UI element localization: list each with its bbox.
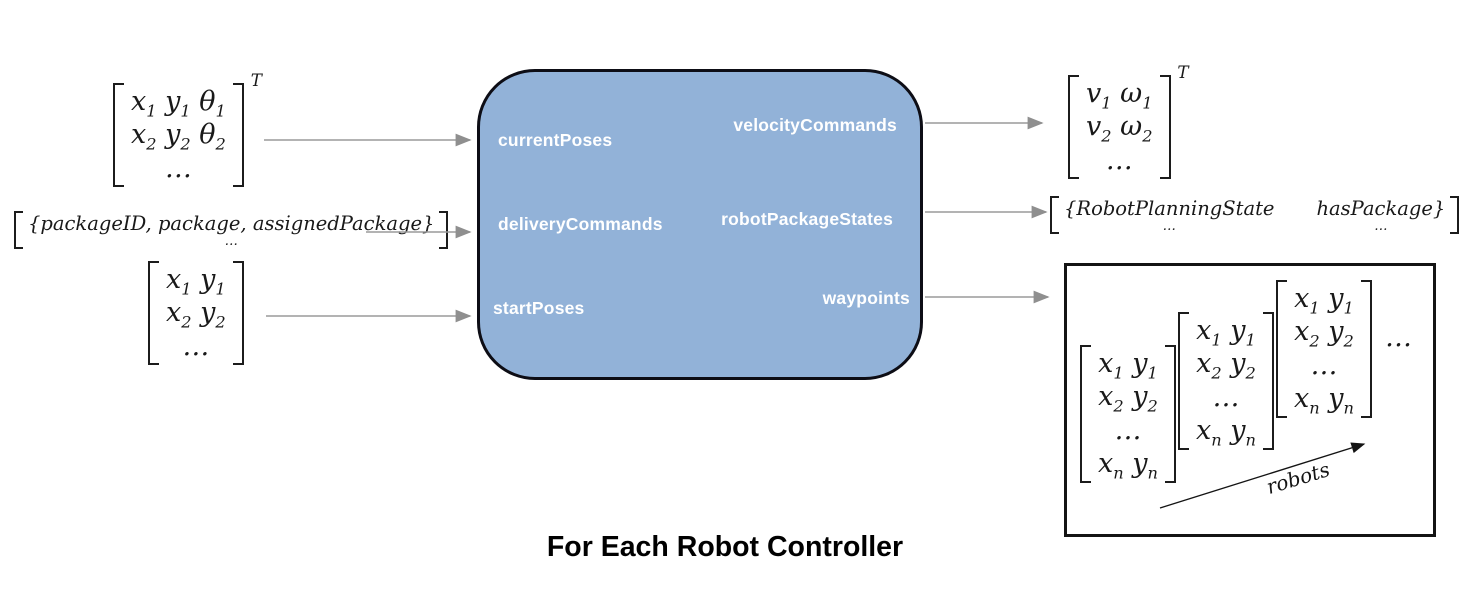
matrix-cell: xn yn — [1196, 415, 1256, 450]
matrix-cell: v1 ω1 — [1086, 78, 1153, 113]
output-port-velocityCommands: velocityCommands — [733, 115, 897, 135]
matrix-cell: x2 y2 — [166, 297, 226, 332]
matrix-cell: v2 ω2 — [1086, 111, 1153, 146]
matrix-cell: … — [224, 234, 238, 250]
delivery-commands-expression: {packageID, package, assignedPackage}… — [14, 211, 449, 250]
matrix-cell: … — [182, 330, 210, 362]
input-port-deliveryCommands: deliveryCommands — [498, 214, 663, 234]
matrix-cell: x1 y1 — [1098, 348, 1158, 383]
matrix-cell: x1 y1 — [1196, 315, 1256, 350]
matrix-cell: x2 y2 θ2 — [131, 119, 226, 154]
input-port-currentPoses: currentPoses — [498, 130, 613, 150]
matrix-cell: … — [164, 152, 192, 184]
matrix-cell: … — [1212, 381, 1240, 413]
matrix-cell: x1 y1 — [166, 264, 226, 299]
matrix-cell: x2 y2 — [1098, 381, 1158, 416]
matrix-cell: … — [1310, 349, 1338, 381]
matrix-cell: … — [1105, 144, 1133, 176]
matrix-cell: … — [1162, 219, 1176, 235]
matrix-cell: x2 y2 — [1294, 316, 1354, 351]
output-port-waypoints: waypoints — [822, 288, 910, 308]
matrix-cell: {RobotPlanningState — [1064, 197, 1275, 220]
diagram-title: For Each Robot Controller — [546, 531, 904, 563]
matrix-cell: x2 y2 — [1196, 348, 1256, 383]
matrix-cell: xn yn — [1294, 383, 1354, 418]
robot-controller-block: currentPoses deliveryCommands startPoses… — [477, 69, 923, 380]
matrix-cell: … — [1114, 414, 1142, 446]
input-port-startPoses: startPoses — [493, 298, 585, 318]
matrix-cell: {packageID, package, assignedPackage} — [28, 212, 435, 235]
transpose-superscript: T — [250, 70, 262, 90]
matrix-cell: xn yn — [1098, 448, 1158, 483]
matrix-cell: x1 y1 — [1294, 283, 1354, 318]
matrix-cell: … — [1374, 219, 1388, 235]
waypoints-ellipsis: … — [1385, 322, 1412, 353]
transpose-superscript: T — [1177, 62, 1189, 82]
matrix-cell: x1 y1 θ1 — [131, 86, 226, 121]
output-port-robotPackageStates: robotPackageStates — [721, 209, 893, 229]
matrix-cell: hasPackage} — [1316, 197, 1446, 220]
